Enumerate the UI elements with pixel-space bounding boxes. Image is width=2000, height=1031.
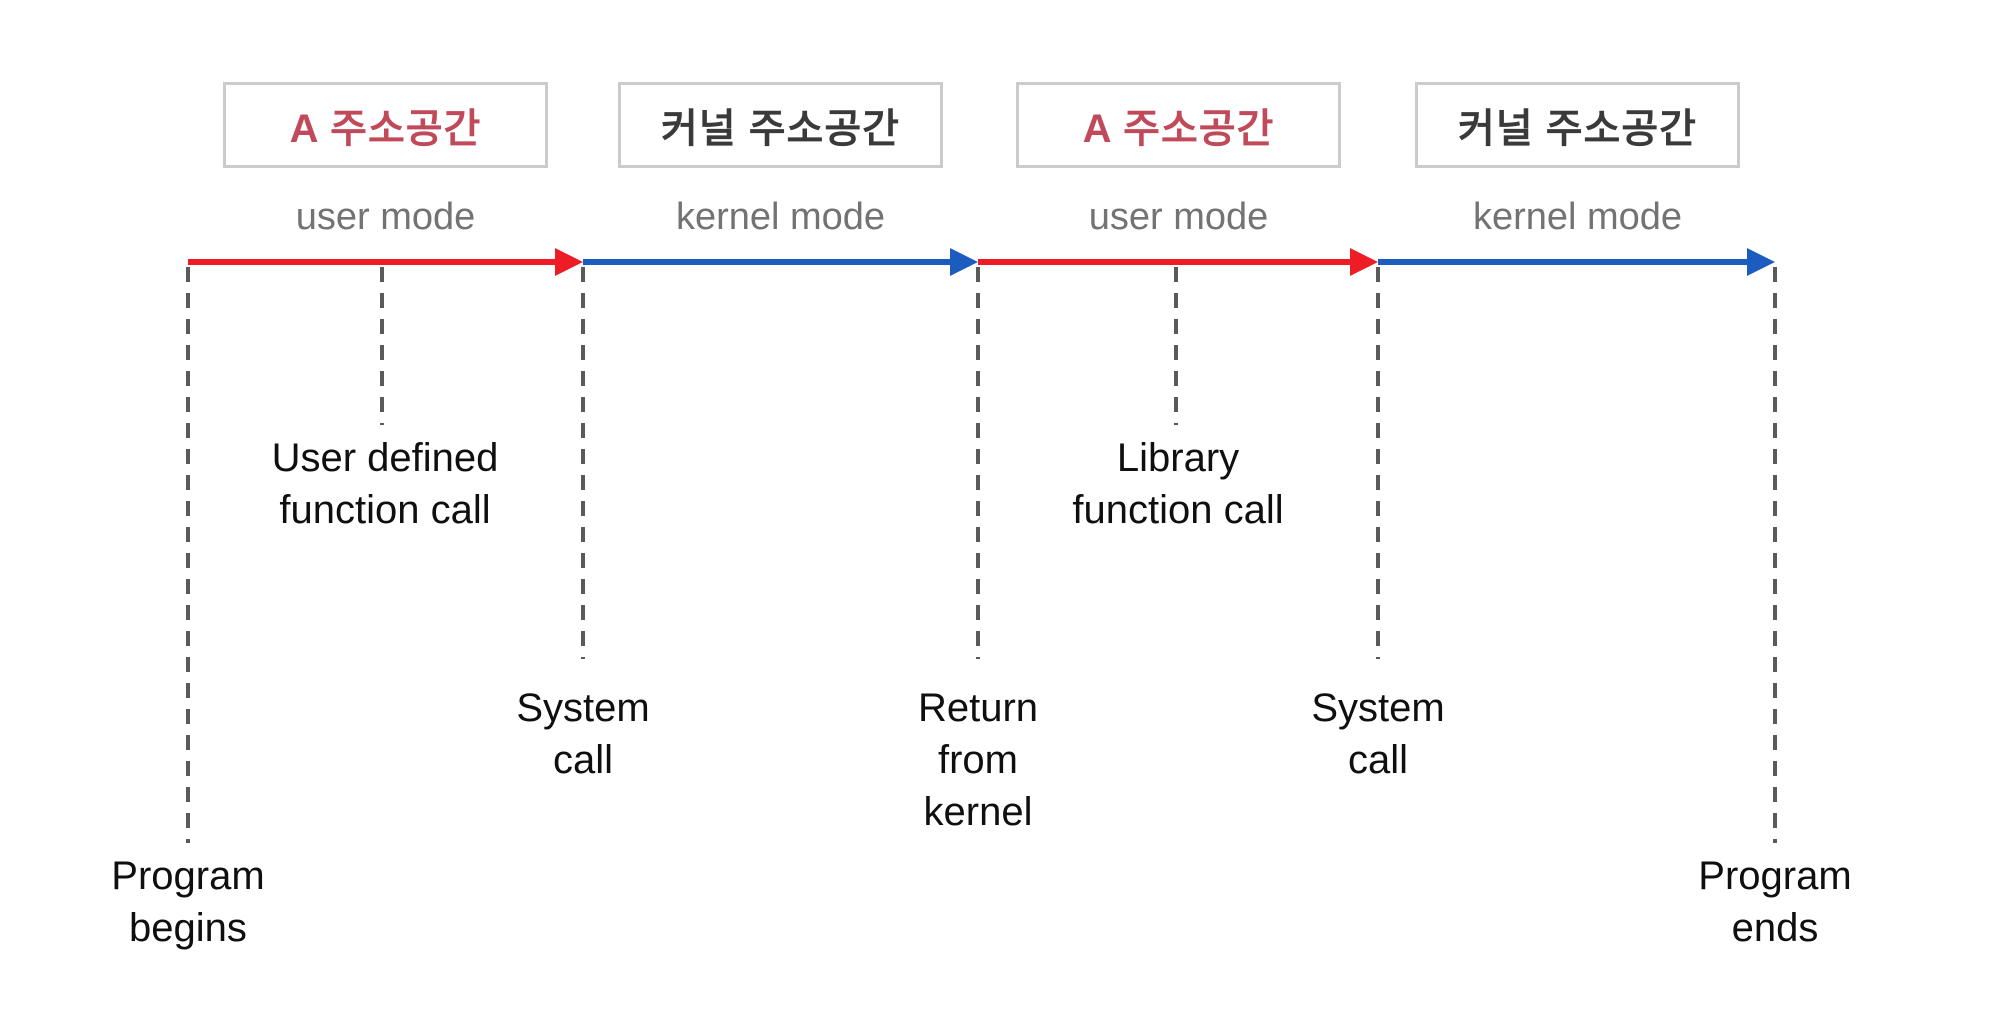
timeline-arrow-kernel-1 (583, 259, 950, 265)
mode-label-kernel-1: kernel mode (675, 196, 886, 238)
timeline-arrow-user-2 (978, 259, 1350, 265)
address-space-label: A 주소공간 (1082, 107, 1275, 151)
address-space-label: 커널 주소공간 (661, 107, 900, 151)
address-space-box-user-1: A 주소공간 (223, 82, 548, 168)
timeline-arrow-user-1 (188, 259, 555, 265)
event-label-return-from-kernel: Return from kernel (917, 686, 1039, 834)
dashed-line-return-from-kernel (976, 267, 980, 659)
address-space-box-kernel-1: 커널 주소공간 (618, 82, 943, 168)
address-space-box-user-2: A 주소공간 (1016, 82, 1341, 168)
event-label-program-begins: Program begins (111, 854, 265, 950)
dashed-line-system-call-2 (1376, 267, 1380, 659)
event-label-program-ends: Program ends (1698, 854, 1852, 950)
event-label-user-function-call: User defined function call (271, 436, 499, 532)
timeline-arrow-kernel-2 (1378, 259, 1747, 265)
mode-label-user-1: user mode (295, 196, 476, 238)
dashed-line-system-call-1 (581, 267, 585, 659)
event-label-system-call-1: System call (516, 686, 650, 782)
dashed-line-user-function-call (380, 267, 384, 425)
dashed-line-program-ends (1773, 267, 1777, 843)
dashed-line-library-call (1174, 267, 1178, 425)
event-label-library-call: Library function call (1072, 436, 1284, 532)
event-label-system-call-2: System call (1311, 686, 1445, 782)
address-space-label: 커널 주소공간 (1458, 107, 1697, 151)
mode-label-user-2: user mode (1088, 196, 1269, 238)
mode-label-kernel-2: kernel mode (1472, 196, 1683, 238)
address-space-label: A 주소공간 (289, 107, 482, 151)
dashed-line-program-begins (186, 267, 190, 843)
address-space-box-kernel-2: 커널 주소공간 (1415, 82, 1740, 168)
